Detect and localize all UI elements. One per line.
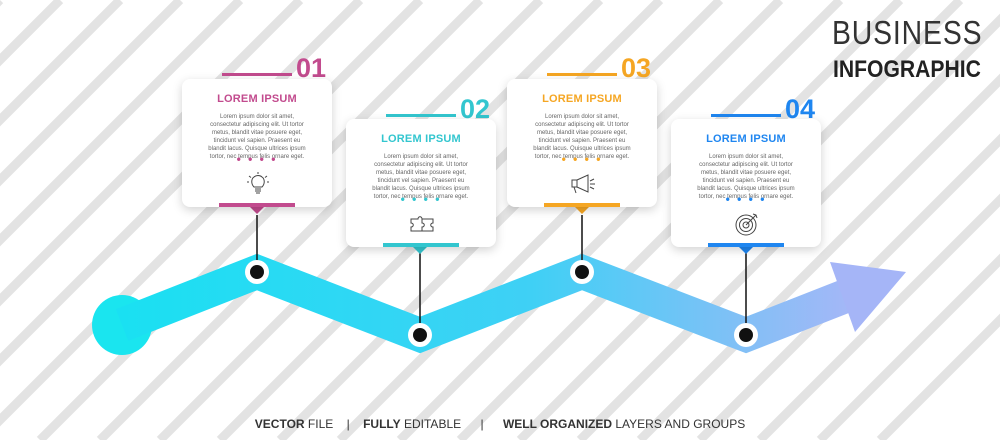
step-3-number: 03 [621, 53, 652, 83]
footer-part3-bold: WELL ORGANIZED [502, 417, 613, 431]
step-2-card: LOREM IPSUM Lorem ipsum dolor sit amet, … [346, 119, 496, 247]
step-4-heading: LOREM IPSUM [706, 133, 786, 145]
footer-part2-bold: FULLY [363, 417, 401, 431]
target-icon [735, 213, 758, 236]
puzzle-icon [410, 216, 434, 232]
step-2-number-line [386, 114, 456, 117]
step-3-footer-bar [544, 203, 620, 207]
footer-caption: VECTOR FILE | FULLY EDITABLE | WELL ORGA… [0, 417, 1000, 431]
step-2-number: 02 [460, 94, 491, 124]
footer-part1-bold: VECTOR [254, 417, 305, 431]
step-4-number-line [711, 114, 781, 117]
step-4-card: LOREM IPSUM Lorem ipsum dolor sit amet, … [671, 119, 821, 247]
megaphone-icon [571, 174, 595, 194]
connectors [245, 206, 758, 347]
title-infographic: INFOGRAPHIC [833, 56, 981, 83]
step-4-dots: • • • • [725, 192, 767, 206]
footer-separator-1: | [346, 417, 350, 431]
step-2-dots: • • • • [400, 192, 442, 206]
step-1-text: Lorem ipsum dolor sit amet, consectetur … [208, 114, 306, 160]
zigzag-arrow [92, 253, 906, 355]
title-business: BUSINESS [832, 14, 983, 51]
step-2-footer-bar [383, 243, 459, 247]
footer-part2-rest: EDITABLE [400, 417, 462, 431]
footer-part3-rest: LAYERS AND GROUPS [612, 417, 746, 431]
step-2-text: Lorem ipsum dolor sit amet, consectetur … [372, 154, 470, 200]
step-3-heading: LOREM IPSUM [542, 93, 622, 105]
step-1-number: 01 [296, 53, 327, 83]
step-3-number-line [547, 73, 617, 76]
step-1-number-line [222, 73, 292, 76]
footer-separator-2: | [480, 417, 484, 431]
step-3-text: Lorem ipsum dolor sit amet, consectetur … [533, 114, 631, 160]
step-3-card: LOREM IPSUM Lorem ipsum dolor sit amet, … [507, 79, 657, 207]
step-1-footer-bar [219, 203, 295, 207]
step-1-card: LOREM IPSUM Lorem ipsum dolor sit amet, … [182, 79, 332, 207]
step-3-dots: • • • • [561, 152, 603, 166]
step-1-dots: • • • • [236, 152, 278, 166]
step-4-text: Lorem ipsum dolor sit amet, consectetur … [697, 154, 795, 200]
lightbulb-icon [247, 172, 269, 194]
step-2-heading: LOREM IPSUM [381, 133, 461, 145]
step-4-number: 04 [785, 94, 816, 124]
step-1-heading: LOREM IPSUM [217, 93, 297, 105]
footer-part1-rest: FILE [304, 417, 334, 431]
step-4-footer-bar [708, 243, 784, 247]
